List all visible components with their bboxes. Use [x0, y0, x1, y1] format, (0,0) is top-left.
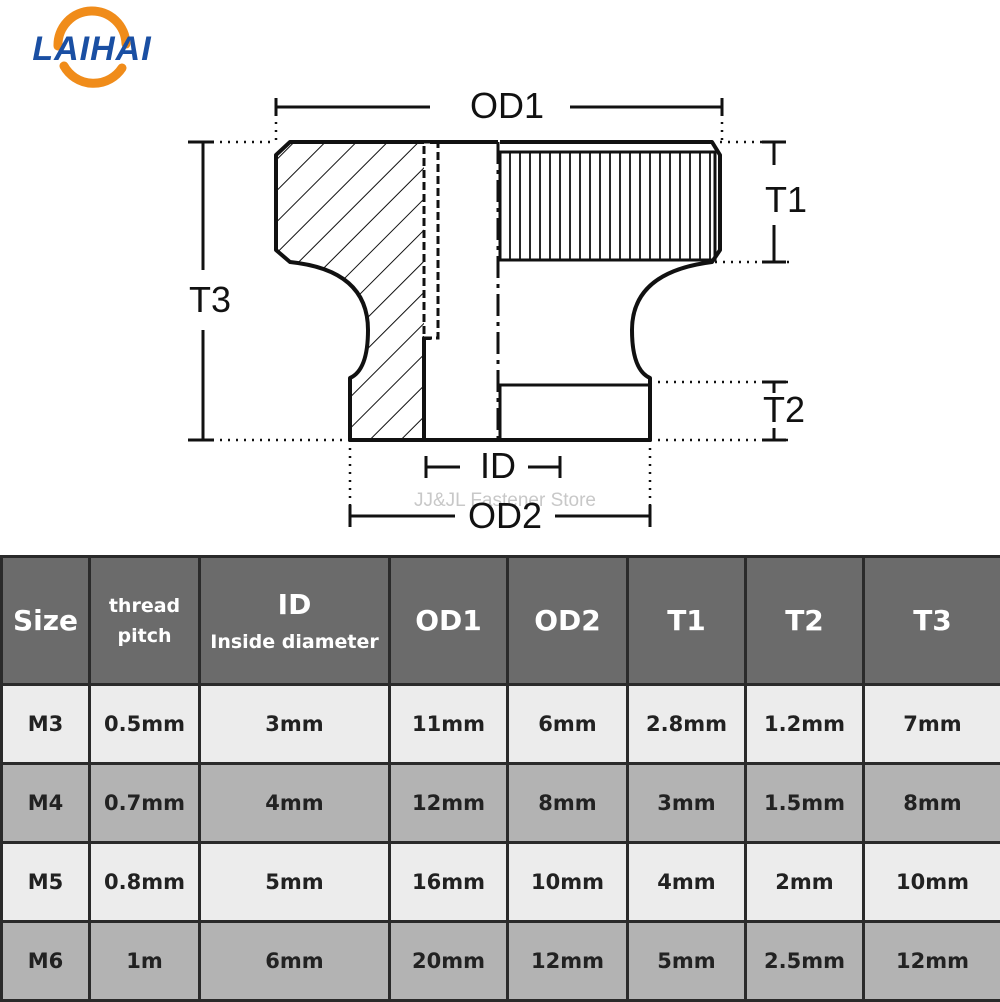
cell-t1: 3mm	[628, 764, 746, 843]
label-t3: T3	[189, 279, 231, 320]
knurl-lines	[510, 152, 710, 260]
cell-od2: 6mm	[508, 685, 628, 764]
header-t3: T3	[864, 557, 1000, 685]
table-row: M6 1m 6mm 20mm 12mm 5mm 2.5mm 12mm	[2, 922, 1000, 1001]
header-pitch-line2: pitch	[118, 625, 172, 647]
table-row: M3 0.5mm 3mm 11mm 6mm 2.8mm 1.2mm 7mm	[2, 685, 1000, 764]
cell-od1: 16mm	[390, 843, 508, 922]
spec-table: Size thread pitch ID Inside diameter OD1…	[0, 555, 1000, 1002]
cell-t1: 5mm	[628, 922, 746, 1001]
technical-drawing: OD1 T3 T1 T2 ID JJ&JL Fastener Store OD2	[0, 0, 1000, 550]
cell-t2: 2.5mm	[746, 922, 864, 1001]
cell-od2: 8mm	[508, 764, 628, 843]
cell-t3: 8mm	[864, 764, 1000, 843]
label-t2: T2	[763, 389, 805, 430]
knurl-outline	[500, 152, 715, 260]
cell-t3: 10mm	[864, 843, 1000, 922]
table-row: M4 0.7mm 4mm 12mm 8mm 3mm 1.5mm 8mm	[2, 764, 1000, 843]
header-t2: T2	[746, 557, 864, 685]
cell-t1: 4mm	[628, 843, 746, 922]
label-id: ID	[480, 445, 516, 486]
cell-t2: 1.2mm	[746, 685, 864, 764]
label-t1: T1	[765, 179, 807, 220]
cell-size: M4	[2, 764, 90, 843]
section-left-half	[276, 142, 430, 440]
cell-size: M6	[2, 922, 90, 1001]
cell-id: 3mm	[200, 685, 390, 764]
header-id-main: ID	[201, 588, 388, 621]
cell-pitch: 1m	[90, 922, 200, 1001]
lower-bore	[500, 385, 650, 440]
cell-od1: 11mm	[390, 685, 508, 764]
label-od1: OD1	[470, 85, 544, 126]
cell-id: 5mm	[200, 843, 390, 922]
table-row: M5 0.8mm 5mm 16mm 10mm 4mm 2mm 10mm	[2, 843, 1000, 922]
header-id-sub: Inside diameter	[201, 631, 388, 653]
header-t1: T1	[628, 557, 746, 685]
header-od1: OD1	[390, 557, 508, 685]
header-id: ID Inside diameter	[200, 557, 390, 685]
cell-id: 6mm	[200, 922, 390, 1001]
thread-band	[424, 142, 438, 338]
label-od2: OD2	[468, 495, 542, 536]
cell-t3: 7mm	[864, 685, 1000, 764]
cell-size: M5	[2, 843, 90, 922]
cell-pitch: 0.7mm	[90, 764, 200, 843]
cell-id: 4mm	[200, 764, 390, 843]
cell-t1: 2.8mm	[628, 685, 746, 764]
header-thread-pitch: thread pitch	[90, 557, 200, 685]
cell-t2: 2mm	[746, 843, 864, 922]
header-od2: OD2	[508, 557, 628, 685]
header-size: Size	[2, 557, 90, 685]
cell-od2: 12mm	[508, 922, 628, 1001]
cell-pitch: 0.5mm	[90, 685, 200, 764]
cell-t3: 12mm	[864, 922, 1000, 1001]
cell-size: M3	[2, 685, 90, 764]
cell-pitch: 0.8mm	[90, 843, 200, 922]
cell-t2: 1.5mm	[746, 764, 864, 843]
header-pitch-line1: thread	[109, 595, 180, 617]
cell-od2: 10mm	[508, 843, 628, 922]
cell-od1: 20mm	[390, 922, 508, 1001]
cell-od1: 12mm	[390, 764, 508, 843]
table-header-row: Size thread pitch ID Inside diameter OD1…	[2, 557, 1000, 685]
